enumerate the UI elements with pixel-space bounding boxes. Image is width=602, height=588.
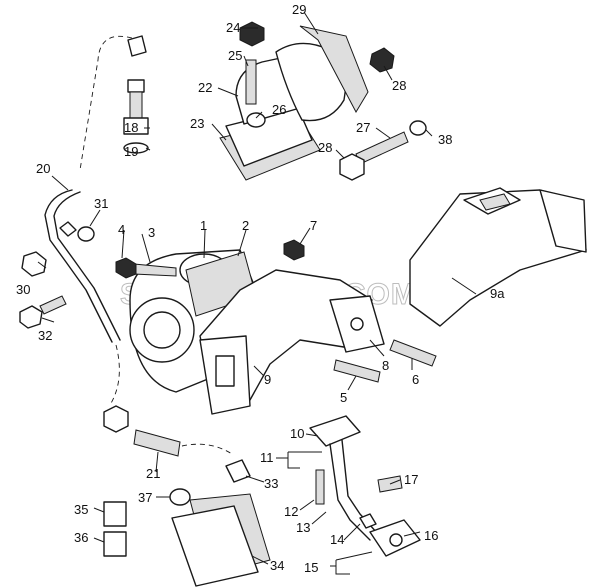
callout-19: 19 [124,144,138,159]
callout-30: 30 [16,282,30,297]
callout-27: 27 [356,120,370,135]
bolt-36 [103,531,127,557]
leader-lines [37,11,477,575]
callout-20: 20 [36,161,50,176]
callout-26: 26 [272,102,286,117]
callout-16: 16 [424,528,438,543]
nut-28-top [369,47,395,73]
bolt-35 [103,501,127,527]
callout-15: 15 [304,560,318,575]
callout-28-bottom: 28 [318,140,332,155]
callout-4: 4 [118,222,125,237]
stud-5 [333,359,381,383]
stud-6 [389,339,437,367]
callout-5: 5 [340,390,347,405]
callout-17: 17 [404,472,418,487]
callout-18: 18 [124,120,138,135]
callout-6: 6 [412,372,419,387]
elbow-assembly [219,21,369,181]
callout-34: 34 [270,558,284,573]
callout-24: 24 [226,20,240,35]
gasket-34 [171,505,259,587]
callout-32: 32 [38,328,52,343]
clamp-33 [225,459,251,483]
banjo-fitting [123,79,149,154]
callout-36: 36 [74,530,88,545]
callout-9a: 9a [490,286,505,301]
nut-30 [21,251,47,277]
callout-37: 37 [138,490,152,505]
nut-7 [283,239,305,261]
callout-25: 25 [228,48,242,63]
callout-11: 11 [260,450,274,465]
callout-31: 31 [94,196,108,211]
washer-38 [409,120,427,136]
washer-31 [77,226,95,242]
exhaust-manifold-9a [409,187,587,327]
callout-21: 21 [146,466,160,481]
nut-4 [115,257,137,279]
callout-35: 35 [74,502,88,517]
callout-2: 2 [242,218,249,233]
nut-28-bottom [339,153,365,181]
oil-return-route [181,443,233,455]
nut-21 [103,405,129,433]
callout-3: 3 [148,225,155,240]
callout-14: 14 [330,532,344,547]
callout-38: 38 [438,132,452,147]
callout-10: 10 [290,426,304,441]
callout-9: 9 [264,372,271,387]
plug-37 [169,488,191,506]
callout-7: 7 [310,218,317,233]
callout-29: 29 [292,2,306,17]
callout-23: 23 [190,116,204,131]
bolt-12 [315,469,325,505]
oil-drain-tube [309,415,421,557]
exhaust-pipe-9 [199,269,385,415]
fitting-21 [133,429,181,457]
callout-8: 8 [382,358,389,373]
callout-13: 13 [296,520,310,535]
bolt-32 [19,295,67,329]
callout-labels: 1 2 3 4 5 6 7 8 9 9a 10 11 12 13 14 15 1… [16,2,505,575]
oil-supply-pipe [44,35,147,406]
callout-28-top: 28 [392,78,406,93]
callout-1: 1 [200,218,207,233]
callout-22: 22 [198,80,212,95]
callout-33: 33 [264,476,278,491]
callout-12: 12 [284,504,298,519]
